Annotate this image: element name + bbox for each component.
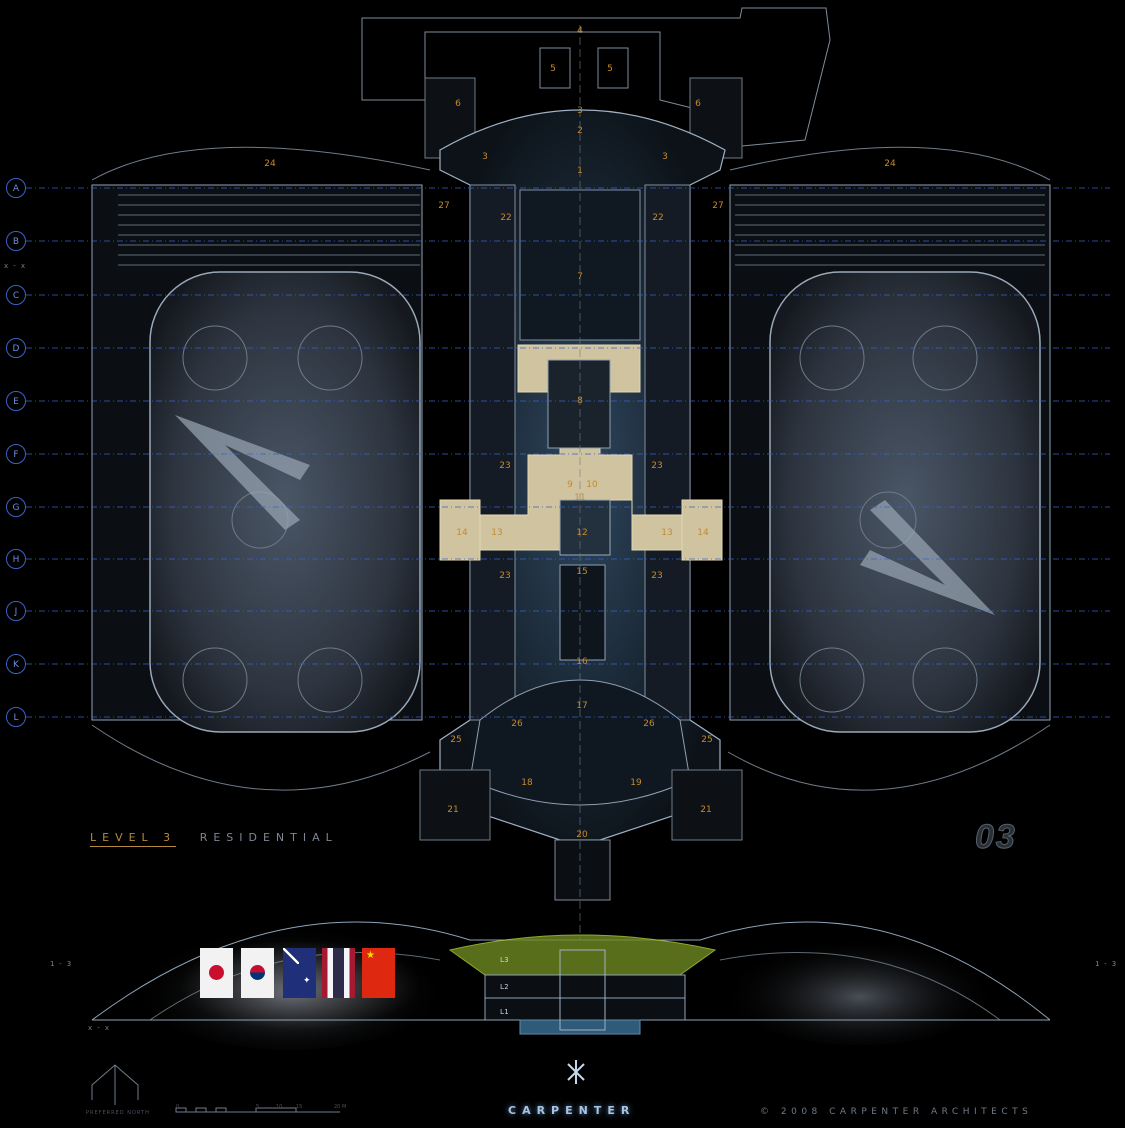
grid-bubble-h: H bbox=[6, 549, 26, 569]
scale-bar bbox=[175, 1107, 340, 1113]
east-rink bbox=[769, 271, 1041, 733]
room-number-label: 25 bbox=[701, 735, 713, 745]
grid-bubble-e: E bbox=[6, 391, 26, 411]
room-number-label: 9 bbox=[567, 480, 573, 490]
room-number-label: 27 bbox=[438, 201, 450, 211]
room-number-label: 16 bbox=[576, 657, 588, 667]
level-number: LEVEL 3 bbox=[90, 831, 177, 847]
room-number-label: 3 bbox=[577, 106, 583, 116]
grid-bubble-g: G bbox=[6, 497, 26, 517]
room-number-label: 26 bbox=[643, 719, 655, 729]
scale-label-15: 15 bbox=[296, 1104, 303, 1110]
south-seating bbox=[419, 769, 743, 841]
room-number-label: 6 bbox=[455, 99, 461, 109]
level-tag-l1: L1 bbox=[500, 1008, 509, 1016]
room-number-label: 14 bbox=[456, 528, 468, 538]
section-mark-xx-bottom: x - x bbox=[88, 1024, 110, 1032]
grid-bubble-c: C bbox=[6, 285, 26, 305]
room-number-label: 6 bbox=[695, 99, 701, 109]
room-number-label: 13 bbox=[491, 528, 503, 538]
room-number-label: 7 bbox=[577, 272, 583, 282]
grid-bubble-k: K bbox=[6, 654, 26, 674]
north-label: PREFERRED NORTH bbox=[86, 1110, 150, 1116]
room-number-label: 19 bbox=[630, 778, 642, 788]
room-number-label: 5 bbox=[550, 64, 556, 74]
room-number-label: 20 bbox=[576, 830, 588, 840]
room-number-label: 24 bbox=[264, 159, 276, 169]
room-number-label: 24 bbox=[884, 159, 896, 169]
west-rink bbox=[149, 271, 421, 733]
room-number-label: 5 bbox=[607, 64, 613, 74]
room-number-label: 1 bbox=[577, 166, 583, 176]
room-number-label: 23 bbox=[499, 571, 511, 581]
section-mark-13-left: 1 - 3 bbox=[50, 960, 72, 968]
room-number-label: 15 bbox=[576, 567, 588, 577]
room-number-label: 10 bbox=[586, 480, 598, 490]
room-number-label: 2 bbox=[577, 126, 583, 136]
room-number-label: 13 bbox=[661, 528, 673, 538]
scale-label-0: 0 bbox=[176, 1104, 180, 1110]
grid-bubble-d: D bbox=[6, 338, 26, 358]
room-number-label: 21 bbox=[700, 805, 712, 815]
room-number-label: 3 bbox=[482, 152, 488, 162]
room-number-label: 23 bbox=[651, 461, 663, 471]
sheet-number: 03 bbox=[975, 818, 1017, 857]
room-number-label: 22 bbox=[652, 213, 664, 223]
room-number-label: 12 bbox=[576, 528, 588, 538]
room-number-label: 17 bbox=[576, 701, 588, 711]
level-title: LEVEL 3 RESIDENTIAL bbox=[90, 831, 338, 847]
china-flag: ★ bbox=[362, 948, 395, 998]
thailand-flag bbox=[322, 948, 355, 998]
room-number-label: 11 bbox=[574, 493, 586, 503]
scale-label-20: 20 M bbox=[334, 1104, 347, 1110]
copyright-text: © 2008 CARPENTER ARCHITECTS bbox=[760, 1107, 1033, 1117]
level-tag-l3: L3 bbox=[500, 956, 509, 964]
level-name: RESIDENTIAL bbox=[199, 831, 338, 844]
flags-row: ✦ ★ bbox=[200, 948, 395, 998]
roof-outline bbox=[91, 146, 1051, 791]
room-number-label: 27 bbox=[712, 201, 724, 211]
carpenter-logo-icon bbox=[567, 1060, 585, 1084]
room-number-label: 25 bbox=[450, 735, 462, 745]
section-mark-xx-left: x - x bbox=[4, 262, 26, 270]
room-number-label: 23 bbox=[499, 461, 511, 471]
building-section bbox=[91, 910, 1051, 1050]
south-korea-flag bbox=[241, 948, 274, 998]
japan-flag bbox=[200, 948, 233, 998]
grid-bubble-j: J bbox=[6, 601, 26, 621]
grid-bubble-l: L bbox=[6, 707, 26, 727]
room-number-label: 22 bbox=[500, 213, 512, 223]
grid-bubble-a: A bbox=[6, 178, 26, 198]
room-number-label: 8 bbox=[577, 396, 583, 406]
scale-label-5: 5 bbox=[256, 1104, 260, 1110]
room-number-label: 3 bbox=[662, 152, 668, 162]
australia-flag: ✦ bbox=[283, 948, 316, 998]
level-tag-l2: L2 bbox=[500, 983, 509, 991]
room-number-label: 26 bbox=[511, 719, 523, 729]
grid-bubble-f: F bbox=[6, 444, 26, 464]
room-number-label: 18 bbox=[521, 778, 533, 788]
room-number-label: 4 bbox=[577, 26, 583, 36]
seating-tiers bbox=[118, 194, 1045, 266]
room-number-label: 14 bbox=[697, 528, 709, 538]
section-mark-13-right: 1 - 3 bbox=[1095, 960, 1117, 968]
column-grid bbox=[26, 187, 1110, 718]
scale-label-10: 10 bbox=[276, 1104, 283, 1110]
brand-wordmark: CARPENTER bbox=[508, 1104, 636, 1117]
room-number-label: 23 bbox=[651, 571, 663, 581]
north-arrow-icon bbox=[91, 1064, 139, 1105]
grid-bubble-b: B bbox=[6, 231, 26, 251]
room-number-label: 21 bbox=[447, 805, 459, 815]
